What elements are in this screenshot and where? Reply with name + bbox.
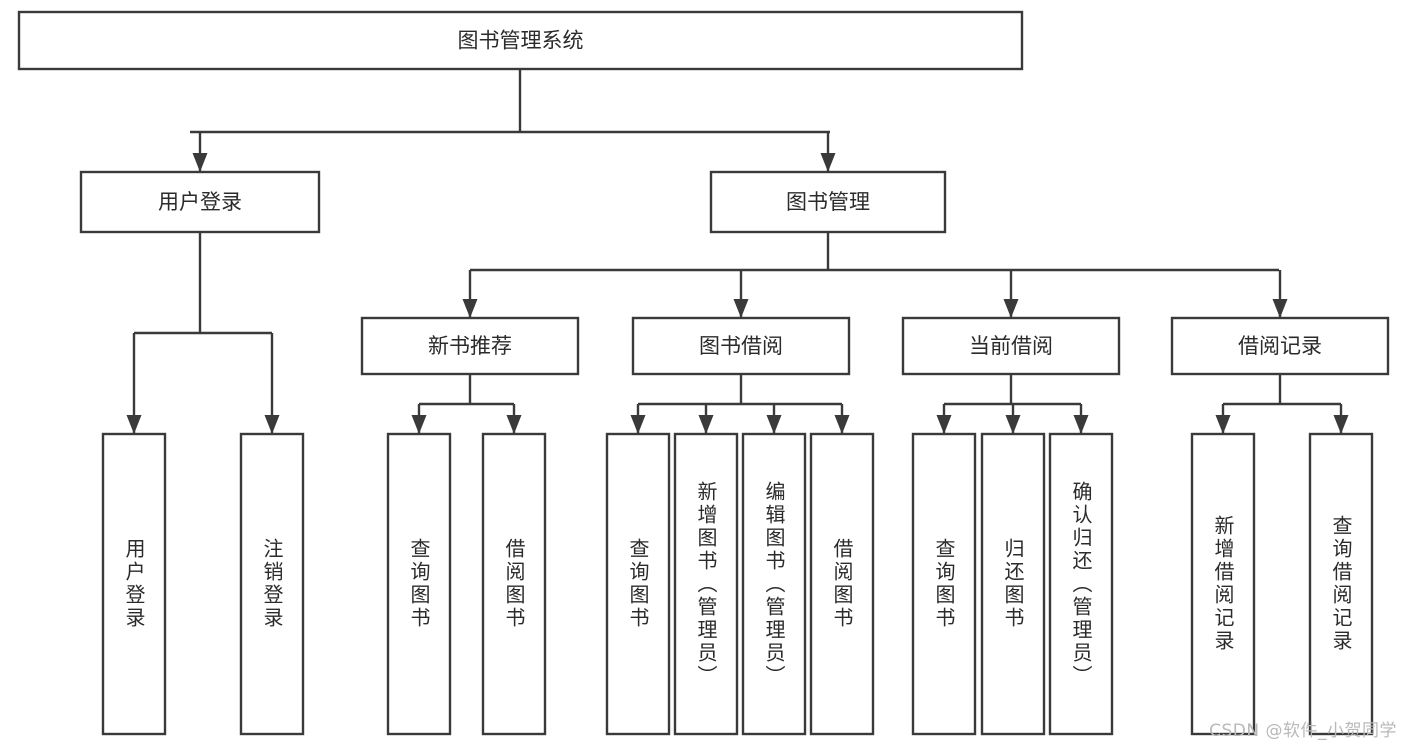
arrow-down-icon-nbr-borrow-book bbox=[506, 415, 522, 434]
node-box-book-manage[interactable] bbox=[709, 170, 947, 234]
node-box-borrow-record[interactable] bbox=[1170, 316, 1390, 376]
node-label-book-manage: 图书管理 bbox=[786, 190, 870, 214]
node-box-user-login[interactable] bbox=[79, 170, 321, 234]
node-box-bb-borrow-book[interactable] bbox=[809, 432, 875, 736]
node-label-current-borrow: 当前借阅 bbox=[969, 334, 1053, 358]
arrow-down-icon-book-manage bbox=[820, 153, 836, 172]
node-box-br-add-record[interactable] bbox=[1190, 432, 1256, 736]
arrow-down-icon-br-query-record bbox=[1333, 415, 1349, 434]
node-box-bb-query-book[interactable] bbox=[605, 432, 671, 736]
arrow-down-icon-cb-return-book bbox=[1005, 415, 1021, 434]
node-box-br-query-record[interactable] bbox=[1308, 432, 1374, 736]
arrow-down-icon-cb-query-book bbox=[936, 415, 952, 434]
arrow-down-icon-cb-confirm-return bbox=[1073, 415, 1089, 434]
node-box-cb-confirm-return[interactable] bbox=[1048, 432, 1114, 736]
node-label-borrow-record: 借阅记录 bbox=[1238, 334, 1322, 358]
node-box-cb-return-book[interactable] bbox=[980, 432, 1046, 736]
node-box-current-borrow[interactable] bbox=[901, 316, 1121, 376]
connectors-layer bbox=[126, 69, 1349, 434]
arrow-down-icon-br-add-record bbox=[1215, 415, 1231, 434]
arrow-down-icon-borrow-record bbox=[1272, 299, 1288, 318]
boxes-layer bbox=[17, 10, 1390, 736]
node-box-user-logout[interactable] bbox=[239, 432, 305, 736]
node-box-root[interactable] bbox=[17, 10, 1024, 71]
arrow-down-icon-bb-edit-book bbox=[766, 415, 782, 434]
node-box-nbr-borrow-book[interactable] bbox=[481, 432, 547, 736]
arrow-down-icon-bb-add-book bbox=[698, 415, 714, 434]
node-box-book-borrow[interactable] bbox=[631, 316, 851, 376]
arrow-down-icon-bb-query-book bbox=[630, 415, 646, 434]
node-box-new-book-recommend[interactable] bbox=[360, 316, 580, 376]
arrow-down-icon-bb-borrow-book bbox=[834, 415, 850, 434]
watermark-text: CSDN @软件_小贺同学 bbox=[1209, 721, 1397, 741]
arrow-down-icon-user-logout bbox=[264, 415, 280, 434]
arrow-down-icon-book-borrow bbox=[733, 299, 749, 318]
arrow-down-icon-user-login-do bbox=[126, 415, 142, 434]
node-box-bb-add-book[interactable] bbox=[673, 432, 739, 736]
arrow-down-icon-nbr-query-book bbox=[411, 415, 427, 434]
node-label-root: 图书管理系统 bbox=[458, 29, 584, 53]
node-label-user-login: 用户登录 bbox=[158, 190, 242, 214]
arrow-down-icon-new-book-recommend bbox=[462, 299, 478, 318]
arrow-down-icon-user-login bbox=[192, 153, 208, 172]
node-box-nbr-query-book[interactable] bbox=[386, 432, 452, 736]
node-box-bb-edit-book[interactable] bbox=[741, 432, 807, 736]
node-label-new-book-recommend: 新书推荐 bbox=[428, 334, 512, 358]
arrow-down-icon-current-borrow bbox=[1003, 299, 1019, 318]
node-box-user-login-do[interactable] bbox=[101, 432, 167, 736]
node-label-book-borrow: 图书借阅 bbox=[699, 334, 783, 358]
node-box-cb-query-book[interactable] bbox=[911, 432, 977, 736]
